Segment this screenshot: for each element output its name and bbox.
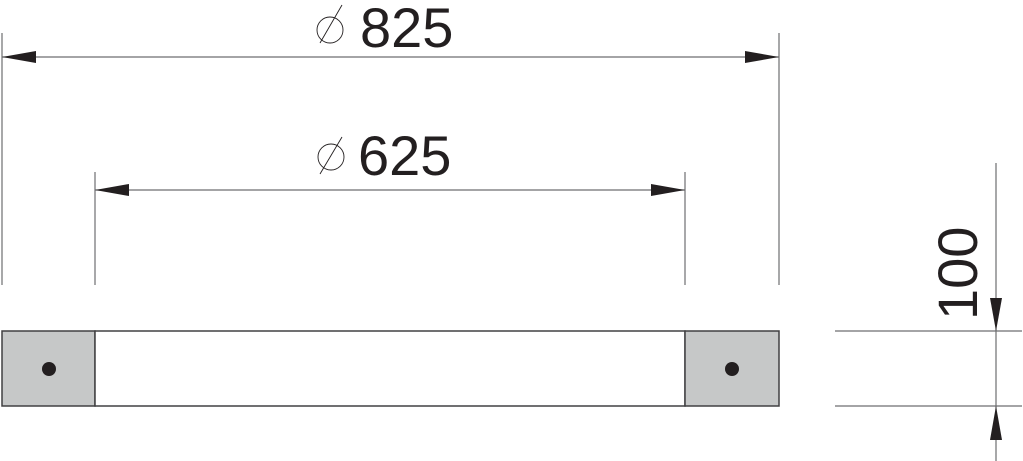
inner-diameter-dimension bbox=[94, 136, 686, 285]
arrow-right-icon bbox=[745, 51, 779, 63]
arrow-up-icon bbox=[990, 406, 1002, 440]
outer-diameter-dimension bbox=[1, 4, 780, 285]
arrow-left-icon bbox=[95, 184, 129, 196]
diameter-symbol-icon bbox=[317, 143, 345, 171]
arrow-down-icon bbox=[990, 298, 1002, 331]
outer-diameter-value: 825 bbox=[360, 0, 454, 59]
hole-left-icon bbox=[42, 362, 56, 376]
hole-right-icon bbox=[725, 362, 739, 376]
diameter-symbol-icon bbox=[316, 16, 344, 44]
inner-diameter-value: 625 bbox=[358, 124, 452, 187]
arrow-right-icon bbox=[651, 184, 685, 196]
center-body bbox=[94, 330, 686, 407]
arrow-left-icon bbox=[2, 51, 36, 63]
height-dimension bbox=[835, 163, 1022, 461]
part-side-view bbox=[1, 330, 780, 407]
height-value: 100 bbox=[926, 226, 989, 320]
